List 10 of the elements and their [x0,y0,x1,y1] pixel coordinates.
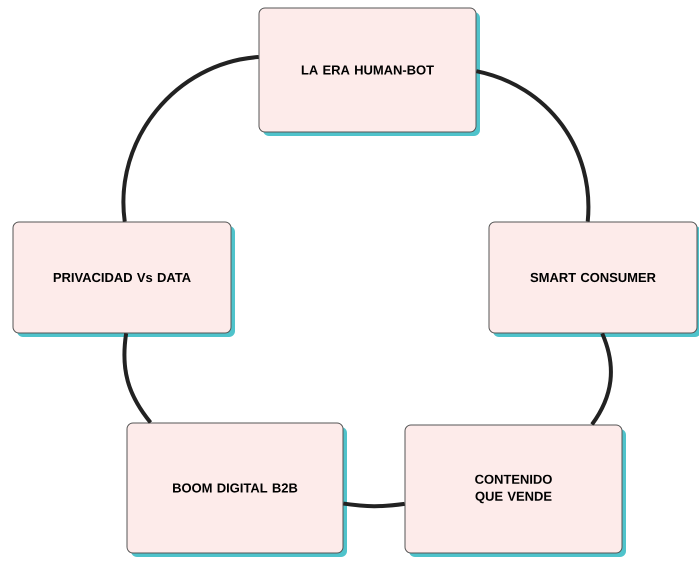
ring-arc [476,69,590,222]
ring-arc [121,55,259,222]
ring-arc [122,333,152,424]
topic-box: PRIVACIDAD Vs DATA [12,221,235,337]
ring-arc [590,332,613,426]
topic-box: BOOM DIGITAL B2B [126,422,347,557]
topic-box: SMART CONSUMER [488,221,699,337]
topic-box: CONTENIDO QUE VENDE [404,424,626,557]
ring-arc [343,502,405,508]
topic-box: LA ERA HUMAN-BOT [258,8,480,136]
